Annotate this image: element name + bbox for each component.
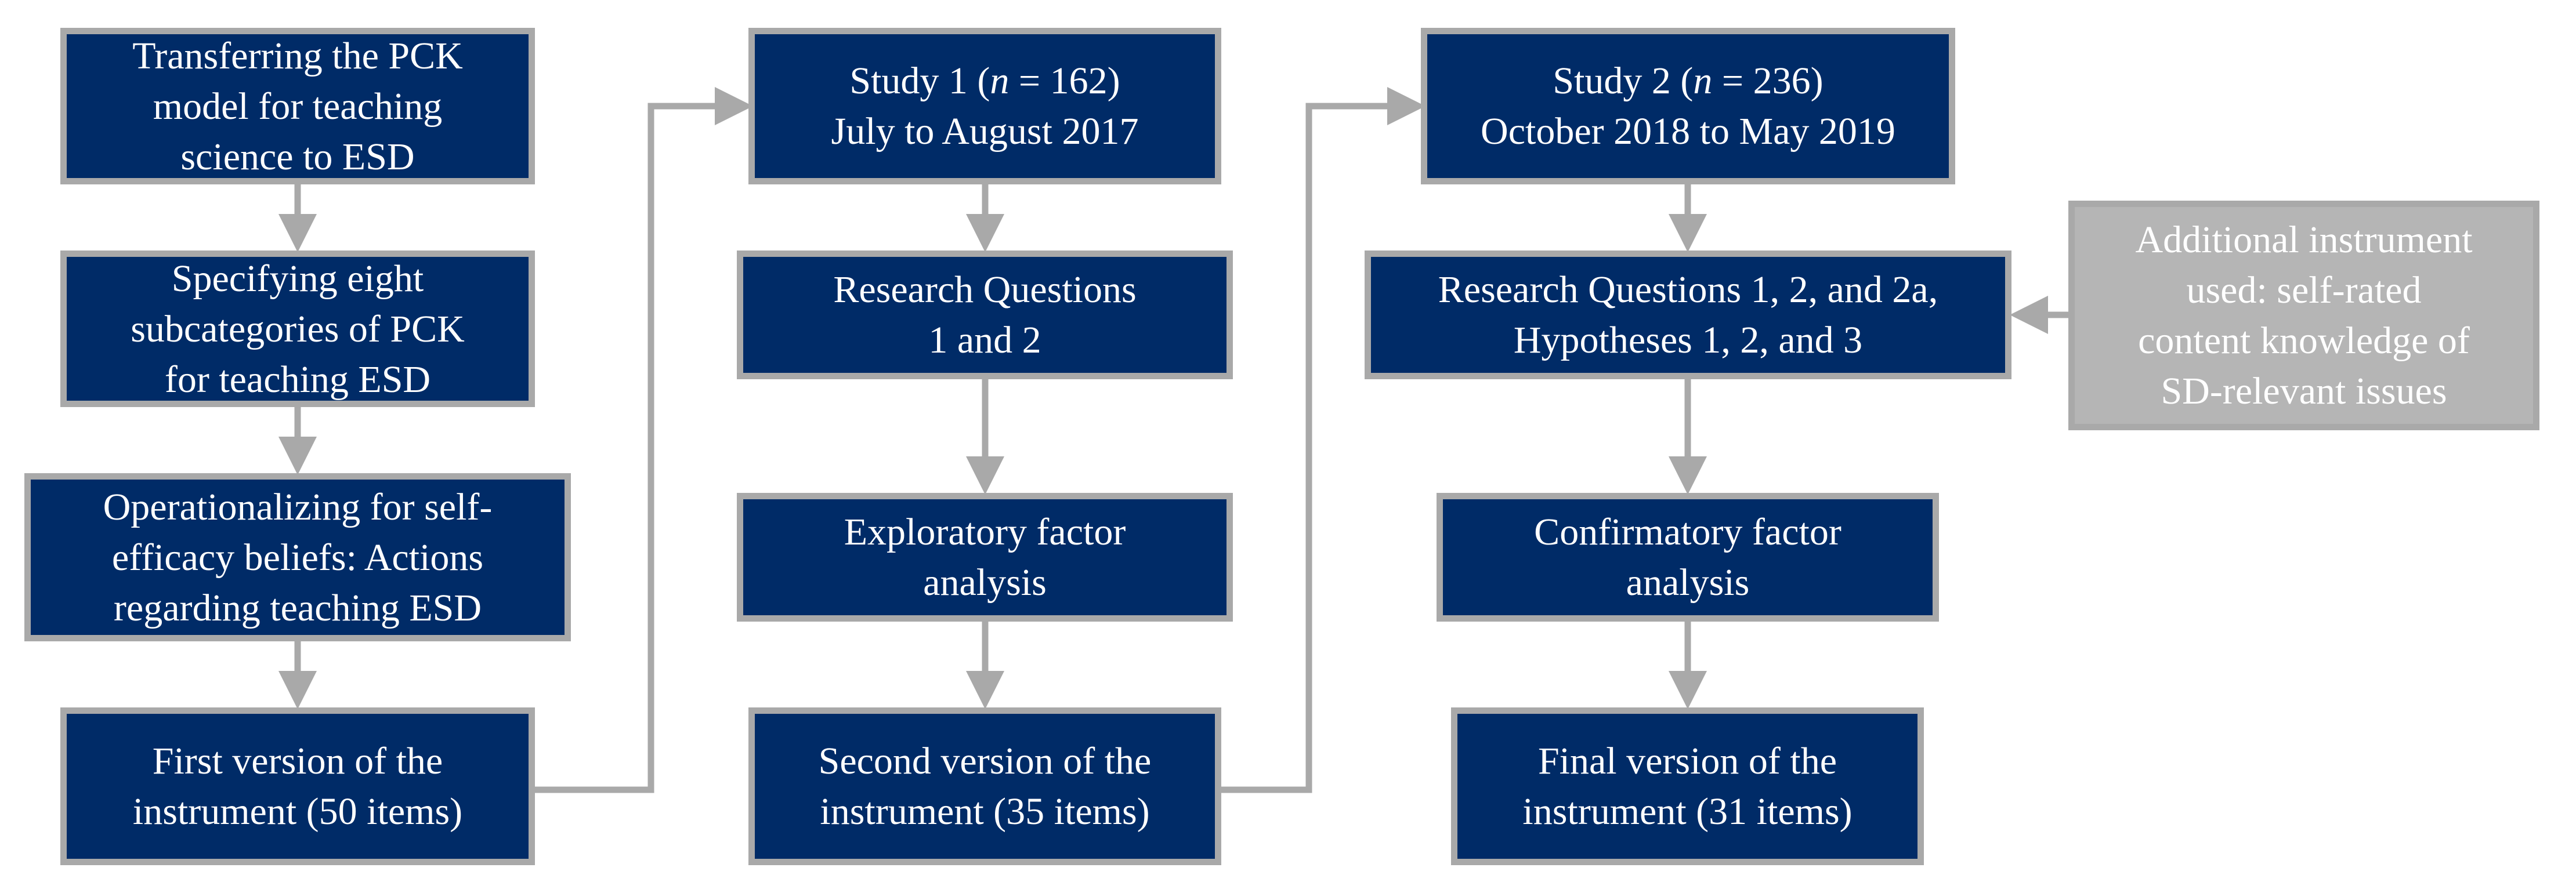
- box-line: 1 and 2: [928, 319, 1041, 361]
- arrow-v2-to-study2: [1221, 87, 1426, 793]
- study2-dates: October 2018 to May 2019: [1481, 110, 1895, 153]
- box-line: analysis: [1626, 561, 1750, 604]
- box-confirmatory-factor-analysis: Confirmatory factor analysis: [1437, 493, 1939, 622]
- box-additional-instrument: Additional instrument used: self-rated c…: [2068, 201, 2539, 430]
- box-line: science to ESD: [180, 135, 415, 178]
- box-line: Hypotheses 1, 2, and 3: [1513, 319, 1863, 361]
- box-line: Transferring the PCK: [132, 34, 463, 77]
- box-line: subcategories of PCK: [131, 307, 465, 350]
- box-line: regarding teaching ESD: [113, 586, 482, 629]
- box-study-1: Study 1 (n = 162) July to August 2017: [748, 28, 1221, 184]
- box-final-version: Final version of the instrument (31 item…: [1451, 707, 1924, 865]
- study1-n-symbol: n: [990, 60, 1010, 102]
- box-specifying-subcategories: Specifying eight subcategories of PCK fo…: [60, 251, 535, 407]
- box-line: instrument (31 items): [1522, 790, 1853, 833]
- box-line: Confirmatory factor: [1534, 511, 1841, 553]
- box-study-2: Study 2 (n = 236) October 2018 to May 20…: [1421, 28, 1955, 184]
- box-line: instrument (50 items): [132, 790, 463, 833]
- box-line: Second version of the: [818, 740, 1152, 782]
- box-line: Specifying eight: [171, 257, 424, 300]
- box-line: Research Questions: [833, 268, 1137, 311]
- study1-title: Study 1 (n = 162): [831, 56, 1139, 106]
- study2-title-prefix: Study 2 (: [1553, 60, 1694, 102]
- study2-n-symbol: n: [1693, 60, 1713, 102]
- box-research-questions-1: Research Questions 1 and 2: [737, 251, 1233, 379]
- box-line: model for teaching: [153, 85, 443, 128]
- box-second-version: Second version of the instrument (35 ite…: [748, 707, 1221, 865]
- box-line: Operationalizing for self-: [103, 485, 493, 528]
- box-operationalizing: Operationalizing for self- efficacy beli…: [24, 473, 571, 641]
- box-exploratory-factor-analysis: Exploratory factor analysis: [737, 493, 1233, 622]
- box-line: content knowledge of: [2138, 320, 2470, 362]
- box-line: for teaching ESD: [164, 358, 431, 401]
- box-research-questions-2: Research Questions 1, 2, and 2a, Hypothe…: [1365, 251, 2011, 379]
- box-line: Research Questions 1, 2, and 2a,: [1438, 268, 1938, 311]
- study1-dates: July to August 2017: [831, 110, 1139, 153]
- box-line: analysis: [923, 561, 1047, 604]
- box-line: SD-relevant issues: [2161, 370, 2447, 412]
- study1-title-suffix: = 162): [1009, 60, 1120, 102]
- box-line: Additional instrument: [2135, 219, 2473, 261]
- box-line: efficacy beliefs: Actions: [111, 536, 484, 579]
- box-line: used: self-rated: [2186, 269, 2422, 311]
- study2-title-suffix: = 236): [1712, 60, 1824, 102]
- box-line: First version of the: [152, 740, 443, 782]
- box-line: Exploratory factor: [844, 511, 1126, 553]
- arrow-b4-to-study1: [534, 87, 753, 793]
- box-line: instrument (35 items): [820, 790, 1150, 833]
- box-first-version: First version of the instrument (50 item…: [60, 707, 535, 865]
- box-line: Final version of the: [1537, 740, 1837, 782]
- box-transferring-pck-model: Transferring the PCK model for teaching …: [60, 28, 535, 184]
- study1-title-prefix: Study 1 (: [849, 60, 990, 102]
- study2-title: Study 2 (n = 236): [1481, 56, 1895, 106]
